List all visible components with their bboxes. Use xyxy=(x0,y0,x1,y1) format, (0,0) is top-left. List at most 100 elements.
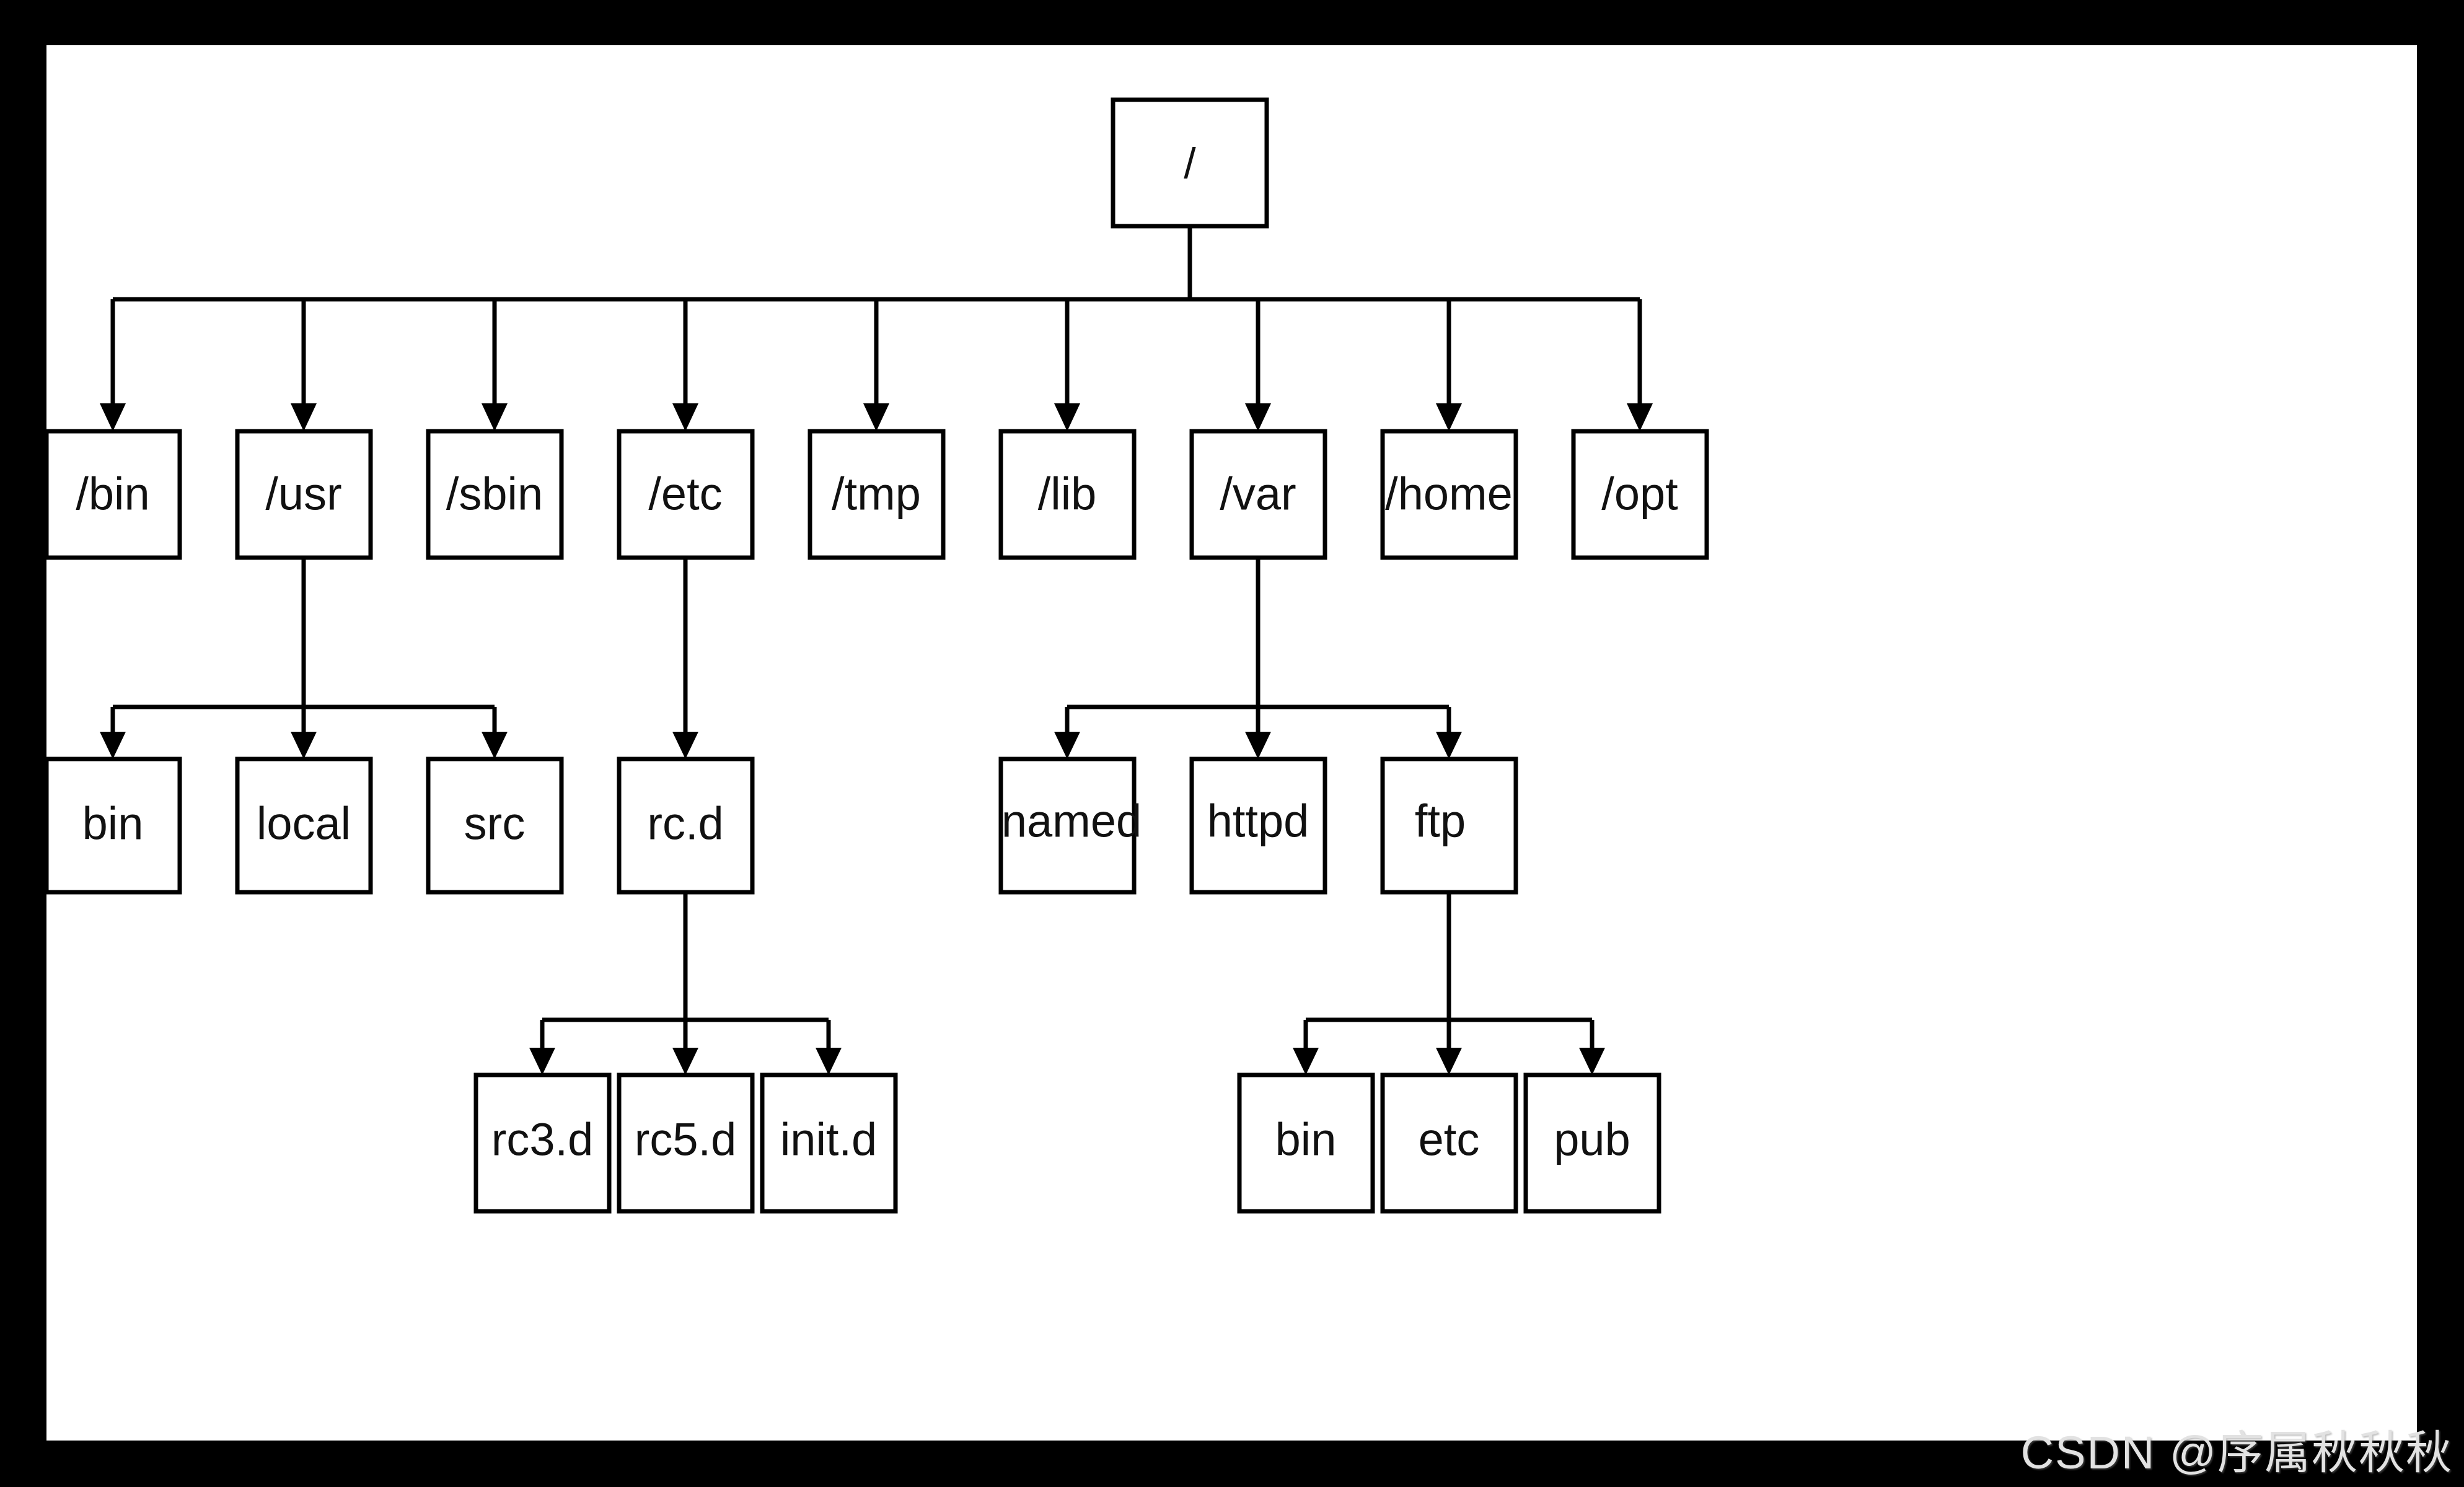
node-httpd[interactable]: httpd xyxy=(1189,757,1327,895)
node-rc3d[interactable]: rc3.d xyxy=(473,1072,612,1214)
node-usr-src[interactable]: src xyxy=(426,757,564,895)
node-bin-root-box[interactable] xyxy=(46,429,182,560)
level1-nodes: /bin /usr /sbin /etc /tmp xyxy=(46,429,1709,560)
node-httpd-label: httpd xyxy=(1207,796,1309,847)
node-tmp-box[interactable] xyxy=(807,429,946,560)
node-usr-label: /usr xyxy=(265,468,341,520)
edges-usr-to-children xyxy=(100,558,508,759)
node-ftp-bin-box[interactable] xyxy=(1237,1072,1375,1214)
node-var[interactable]: /var xyxy=(1189,429,1327,560)
node-var-label: /var xyxy=(1220,468,1296,520)
node-root-box[interactable] xyxy=(1111,97,1269,229)
node-rc3d-label: rc3.d xyxy=(491,1114,594,1165)
arrowhead-var-named xyxy=(1054,732,1080,759)
arrowhead-bin xyxy=(100,403,126,431)
node-lib[interactable]: /lib xyxy=(998,429,1137,560)
node-initd-box[interactable] xyxy=(760,1072,898,1214)
node-ftp[interactable]: ftp xyxy=(1380,757,1518,895)
arrowhead-var-httpd xyxy=(1245,732,1271,759)
node-root[interactable]: / xyxy=(1111,97,1269,229)
edges-rcd-to-children xyxy=(529,892,842,1075)
level2-nodes: bin local src rc.d named xyxy=(46,757,1518,895)
node-usr-bin[interactable]: bin xyxy=(46,757,182,895)
node-ftp-etc-box[interactable] xyxy=(1380,1072,1518,1214)
arrowhead-etc-rcd xyxy=(672,732,698,759)
node-initd[interactable]: init.d xyxy=(760,1072,898,1214)
node-opt[interactable]: /opt xyxy=(1571,429,1709,560)
node-rcd[interactable]: rc.d xyxy=(617,757,755,895)
node-rc5d-box[interactable] xyxy=(617,1072,755,1214)
node-opt-label: /opt xyxy=(1601,468,1678,520)
arrowhead-opt xyxy=(1627,403,1653,431)
node-usr-local[interactable]: local xyxy=(235,757,373,895)
node-ftp-etc-label: etc xyxy=(1419,1114,1480,1165)
node-bin-root[interactable]: /bin xyxy=(46,429,182,560)
arrowhead-ftp-bin xyxy=(1293,1048,1319,1075)
edges-ftp-to-children xyxy=(1293,892,1605,1075)
node-ftp-bin[interactable]: bin xyxy=(1237,1072,1375,1214)
node-ftp-bin-label: bin xyxy=(1275,1114,1337,1165)
arrowhead-sbin xyxy=(482,403,508,431)
node-usr-bin-box[interactable] xyxy=(46,757,182,895)
node-etc[interactable]: /etc xyxy=(617,429,755,560)
node-home[interactable]: /home xyxy=(1380,429,1518,560)
arrowhead-etc xyxy=(672,403,698,431)
node-rc5d-label: rc5.d xyxy=(635,1114,737,1165)
arrowhead-ftp-pub xyxy=(1579,1048,1605,1075)
node-sbin-box[interactable] xyxy=(426,429,564,560)
node-named[interactable]: named xyxy=(998,757,1142,895)
node-ftp-box[interactable] xyxy=(1380,757,1518,895)
node-root-label: / xyxy=(1184,139,1196,187)
node-opt-box[interactable] xyxy=(1571,429,1709,560)
node-httpd-box[interactable] xyxy=(1189,757,1327,895)
node-ftp-pub-box[interactable] xyxy=(1523,1072,1661,1214)
arrowhead-initd xyxy=(816,1048,842,1075)
node-rc5d[interactable]: rc5.d xyxy=(617,1072,755,1214)
node-sbin-label: /sbin xyxy=(446,468,543,520)
node-tmp[interactable]: /tmp xyxy=(807,429,946,560)
node-usr-local-box[interactable] xyxy=(235,757,373,895)
node-usr-box[interactable] xyxy=(235,429,373,560)
node-var-box[interactable] xyxy=(1189,429,1327,560)
node-sbin[interactable]: /sbin xyxy=(426,429,564,560)
arrowhead-lib xyxy=(1054,403,1080,431)
node-rcd-box[interactable] xyxy=(617,757,755,895)
node-usr[interactable]: /usr xyxy=(235,429,373,560)
arrowhead-var-ftp xyxy=(1436,732,1462,759)
node-home-box[interactable] xyxy=(1380,429,1518,560)
node-usr-src-label: src xyxy=(464,798,526,849)
node-named-box[interactable] xyxy=(998,757,1137,895)
arrowhead-home xyxy=(1436,403,1462,431)
node-lib-box[interactable] xyxy=(998,429,1137,560)
arrowhead-var xyxy=(1245,403,1271,431)
edges-root-to-level1 xyxy=(100,226,1653,431)
node-rcd-label: rc.d xyxy=(647,798,723,849)
diagram-canvas: / /bin /usr /sbin /etc xyxy=(46,45,2417,1441)
arrowhead-ftp-etc xyxy=(1436,1048,1462,1075)
node-ftp-label: ftp xyxy=(1415,796,1466,847)
node-bin-root-label: /bin xyxy=(76,468,149,520)
filesystem-tree-diagram: / /bin /usr /sbin /etc xyxy=(46,97,1709,1214)
arrowhead-usr xyxy=(291,403,317,431)
arrowhead-usr-src xyxy=(482,732,508,759)
arrowhead-rc3d xyxy=(529,1048,555,1075)
level3-nodes: rc3.d rc5.d init.d bin etc xyxy=(473,1072,1661,1214)
node-ftp-etc[interactable]: etc xyxy=(1380,1072,1518,1214)
node-usr-src-box[interactable] xyxy=(426,757,564,895)
node-usr-local-label: local xyxy=(257,798,351,849)
node-etc-label: /etc xyxy=(648,468,722,520)
node-home-label: /home xyxy=(1385,468,1513,520)
edges-etc-to-children xyxy=(672,558,698,759)
node-etc-box[interactable] xyxy=(617,429,755,560)
node-ftp-pub[interactable]: pub xyxy=(1523,1072,1661,1214)
arrowhead-usr-local xyxy=(291,732,317,759)
node-tmp-label: /tmp xyxy=(832,468,921,520)
node-usr-bin-label: bin xyxy=(82,798,144,849)
node-ftp-pub-label: pub xyxy=(1554,1114,1630,1165)
arrowhead-usr-bin xyxy=(100,732,126,759)
node-rc3d-box[interactable] xyxy=(473,1072,612,1214)
edges-var-to-children xyxy=(1054,558,1462,759)
arrowhead-tmp xyxy=(863,403,889,431)
node-initd-label: init.d xyxy=(780,1114,877,1165)
